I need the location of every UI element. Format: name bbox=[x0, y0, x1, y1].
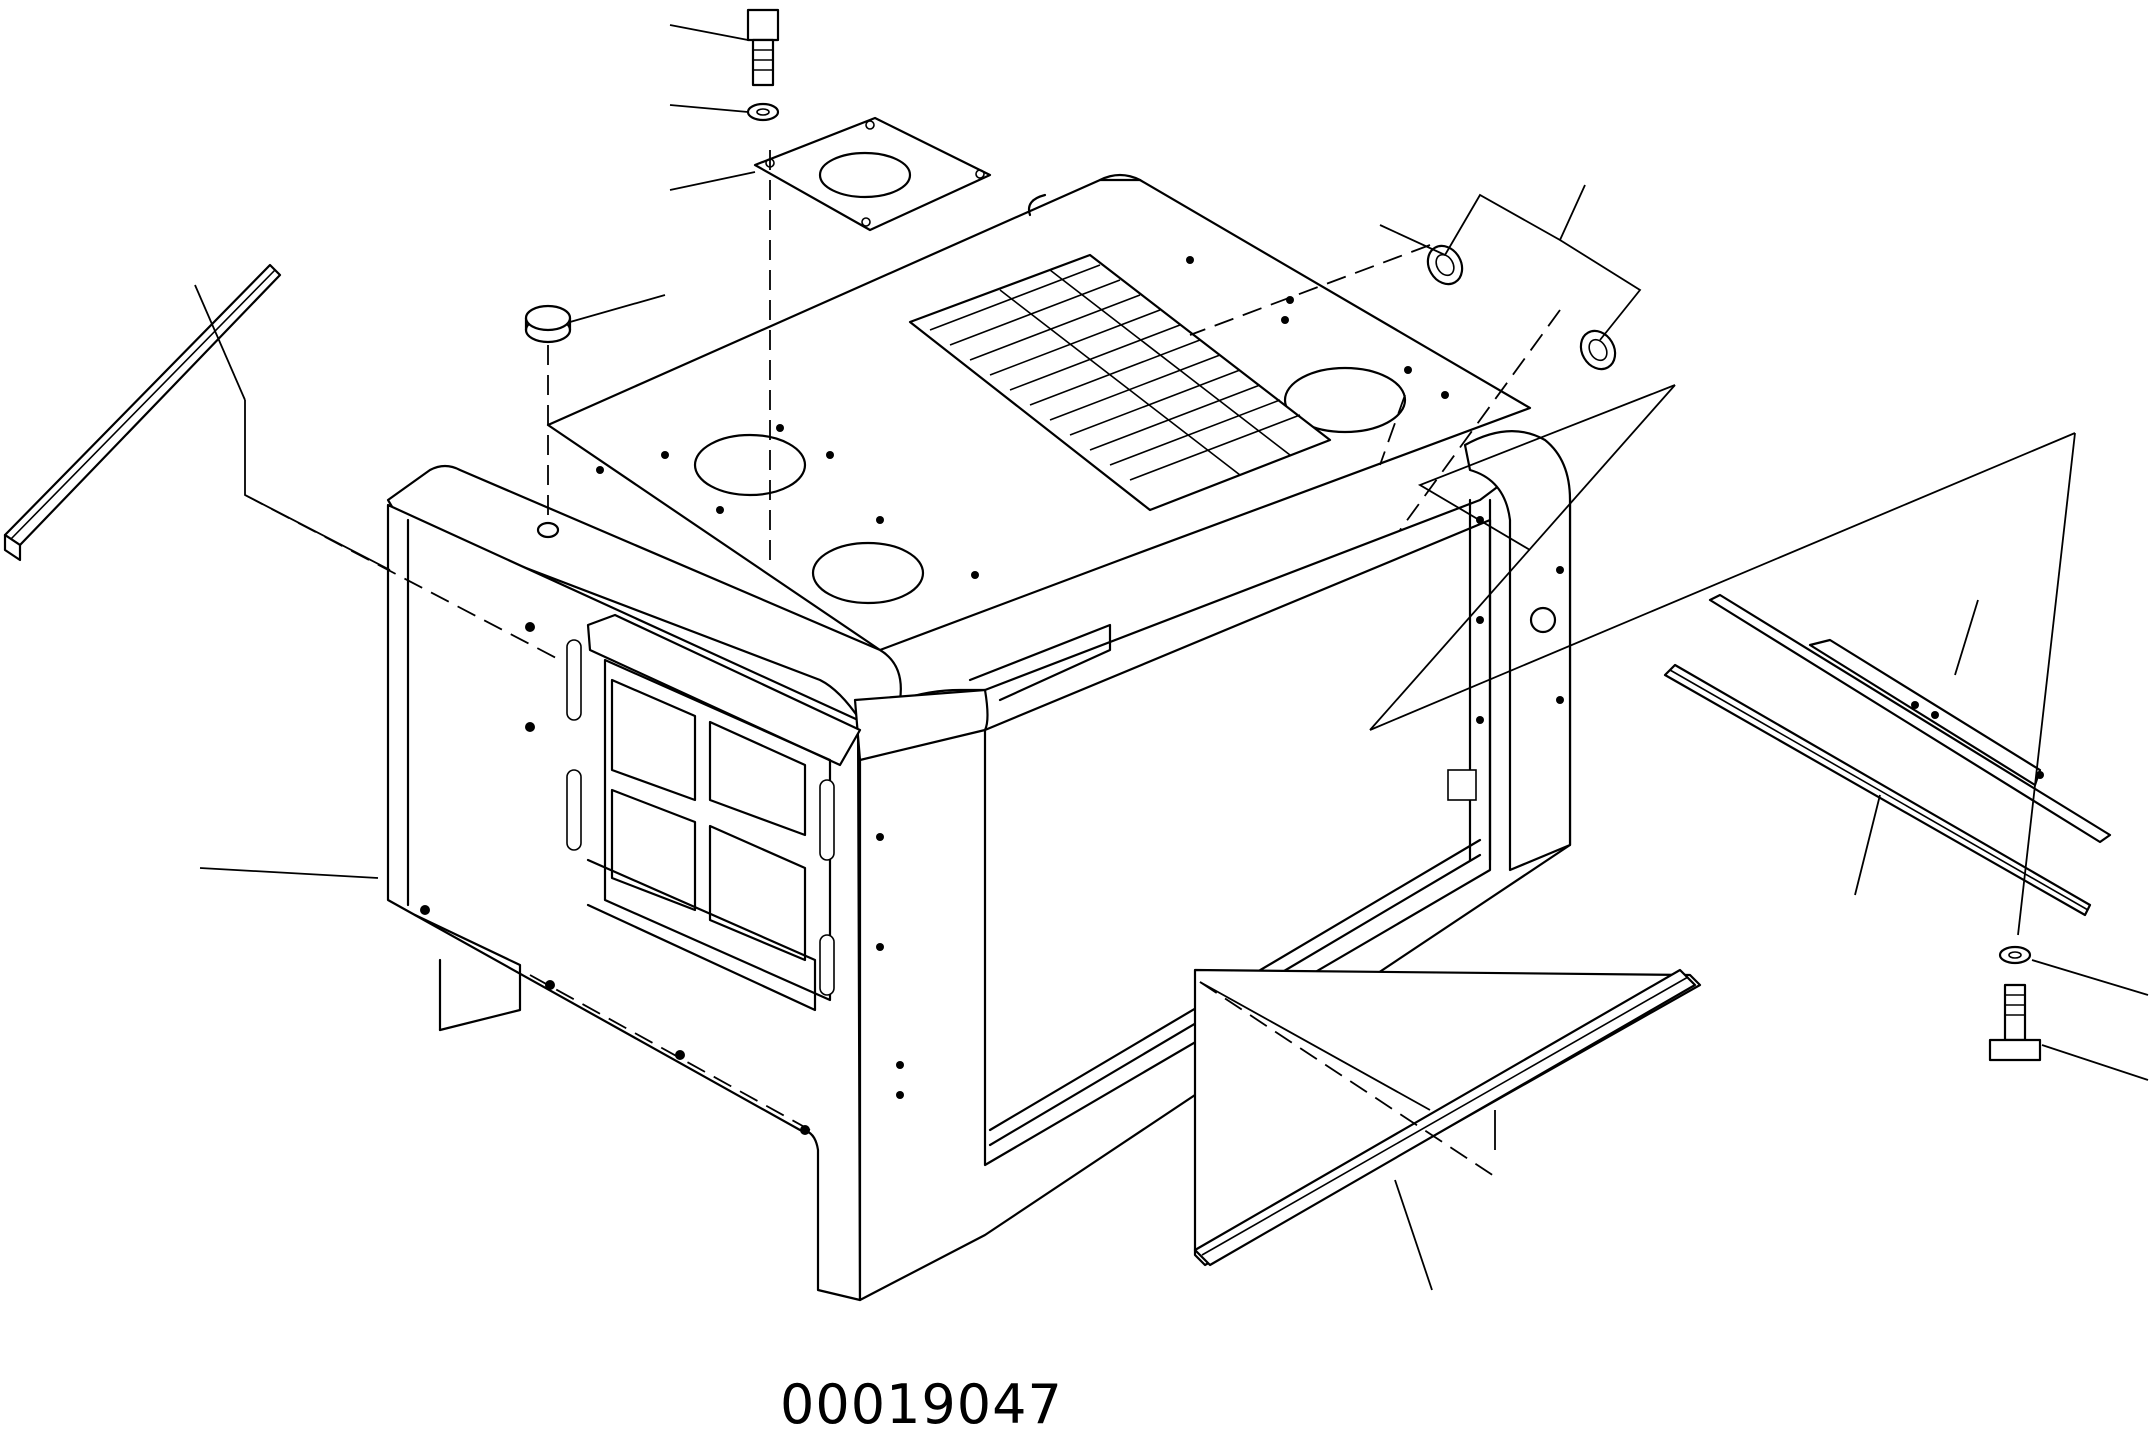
plug-cap bbox=[524, 304, 572, 344]
bracket-strip-right bbox=[1708, 593, 2112, 844]
seal-strip-bottom-body bbox=[1193, 968, 1697, 1267]
bolt-right bbox=[1988, 983, 2042, 1062]
washer-top bbox=[746, 102, 780, 122]
seal-strip-left bbox=[3, 263, 282, 562]
alignment-lines bbox=[244, 150, 1561, 1181]
top-panel-features bbox=[536, 253, 1449, 605]
side-window-frame bbox=[420, 613, 904, 1135]
grommet-2 bbox=[1579, 329, 1617, 371]
right-column-features bbox=[1447, 516, 1564, 801]
grommet-1 bbox=[1426, 244, 1464, 286]
washer-right bbox=[1998, 945, 2032, 965]
seal-strip-right bbox=[1663, 663, 2092, 917]
drawing-number: 00019047 bbox=[780, 1373, 1063, 1436]
leader-lines bbox=[194, 24, 2149, 1291]
cover-plate bbox=[753, 116, 992, 232]
housing-body bbox=[386, 173, 1572, 1302]
bolt-top bbox=[746, 8, 780, 87]
